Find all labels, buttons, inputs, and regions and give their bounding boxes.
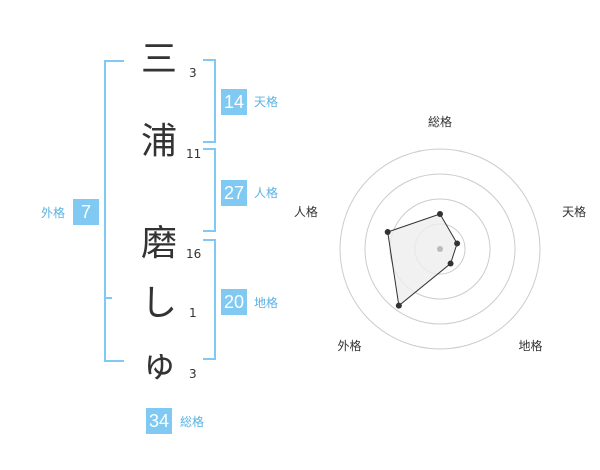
- chikaku-label: 地格: [254, 296, 279, 310]
- name-char-1: 三: [140, 39, 177, 80]
- radar-axis-label-0: 総格: [428, 114, 452, 129]
- tenkaku-label: 天格: [254, 95, 279, 109]
- radar-point-3: [395, 302, 402, 309]
- stroke-count-4: 1: [189, 306, 197, 320]
- stroke-count-5: 3: [189, 367, 197, 381]
- radar-axis-label-4: 人格: [294, 204, 318, 219]
- radar-ring-3: [364, 173, 516, 325]
- radar-ring-4: [339, 148, 541, 350]
- stroke-count-3: 16: [186, 247, 202, 261]
- radar-point-4: [384, 229, 391, 236]
- radar-axis-label-2: 地格: [519, 338, 543, 353]
- radar-point-0: [437, 211, 443, 217]
- jinkaku-value: 27: [221, 180, 247, 206]
- name-char-2: 浦: [140, 121, 177, 162]
- gaikaku-label: 外格: [41, 206, 66, 220]
- soukaku-value: 34: [146, 408, 172, 434]
- chikaku-value: 20: [221, 289, 247, 315]
- stroke-count-1: 3: [189, 66, 197, 80]
- jinkaku-bracket: [203, 148, 216, 232]
- jinkaku-label: 人格: [254, 186, 279, 200]
- name-char-3: 磨: [140, 223, 177, 264]
- radar-center-dot: [437, 246, 443, 252]
- gaikaku-bracket-inner-tick: [104, 297, 112, 299]
- tenkaku-value: 14: [221, 89, 247, 115]
- radar-axis-label-1: 天格: [562, 204, 586, 219]
- radar-axis-label-3: 外格: [337, 338, 361, 353]
- soukaku-label: 総格: [180, 415, 205, 429]
- gaikaku-value: 7: [73, 199, 99, 225]
- name-char-5: ゅ: [140, 344, 177, 385]
- name-char-4: し: [140, 283, 177, 324]
- chikaku-bracket: [203, 239, 216, 360]
- tenkaku-bracket: [203, 59, 216, 143]
- stroke-count-2: 11: [186, 147, 202, 161]
- radar-point-2: [447, 260, 454, 267]
- radar-point-1: [454, 240, 461, 247]
- gaikaku-bracket: [104, 60, 124, 362]
- radar-series-polygon: [387, 213, 458, 307]
